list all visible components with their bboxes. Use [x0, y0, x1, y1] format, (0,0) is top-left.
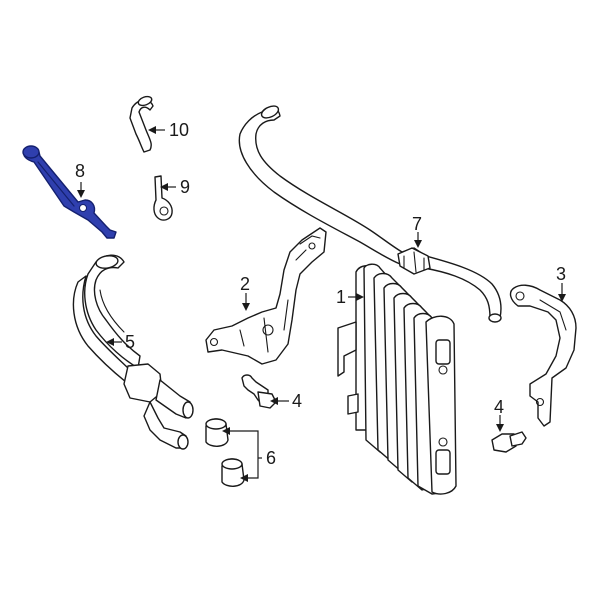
callout-8: 8: [75, 161, 85, 181]
callout-6: 6: [266, 448, 276, 468]
callout-10: 10: [169, 120, 189, 140]
callout-5: 5: [125, 332, 135, 352]
callout-labels: 10 9 8 7 2 1 3 4 4 5 6: [75, 120, 566, 468]
part-4-bolt-left[interactable]: [241, 374, 277, 409]
part-6-grommet-lower[interactable]: [221, 458, 245, 487]
part-3-bracket[interactable]: [509, 284, 577, 427]
part-5-pipe-assembly[interactable]: [72, 254, 194, 450]
callout-3: 3: [556, 264, 566, 284]
callout-4-right: 4: [494, 397, 504, 417]
part-2-bracket[interactable]: [205, 227, 327, 365]
callout-9: 9: [180, 177, 190, 197]
callout-1: 1: [336, 287, 346, 307]
part-7-long-hose[interactable]: [238, 104, 502, 323]
callout-4-left: 4: [292, 391, 302, 411]
leader-lines: [77, 126, 566, 482]
part-1-oil-cooler[interactable]: [337, 263, 457, 495]
part-10-small-hose[interactable]: [129, 95, 154, 153]
part-4-bolt-right[interactable]: [491, 431, 527, 453]
callout-2: 2: [240, 274, 250, 294]
part-9-clamp[interactable]: [153, 175, 173, 221]
part-8-oil-cooler-pipe-highlighted[interactable]: [22, 145, 117, 239]
part-6-grommet-upper[interactable]: [205, 418, 229, 447]
callout-7: 7: [412, 214, 422, 234]
